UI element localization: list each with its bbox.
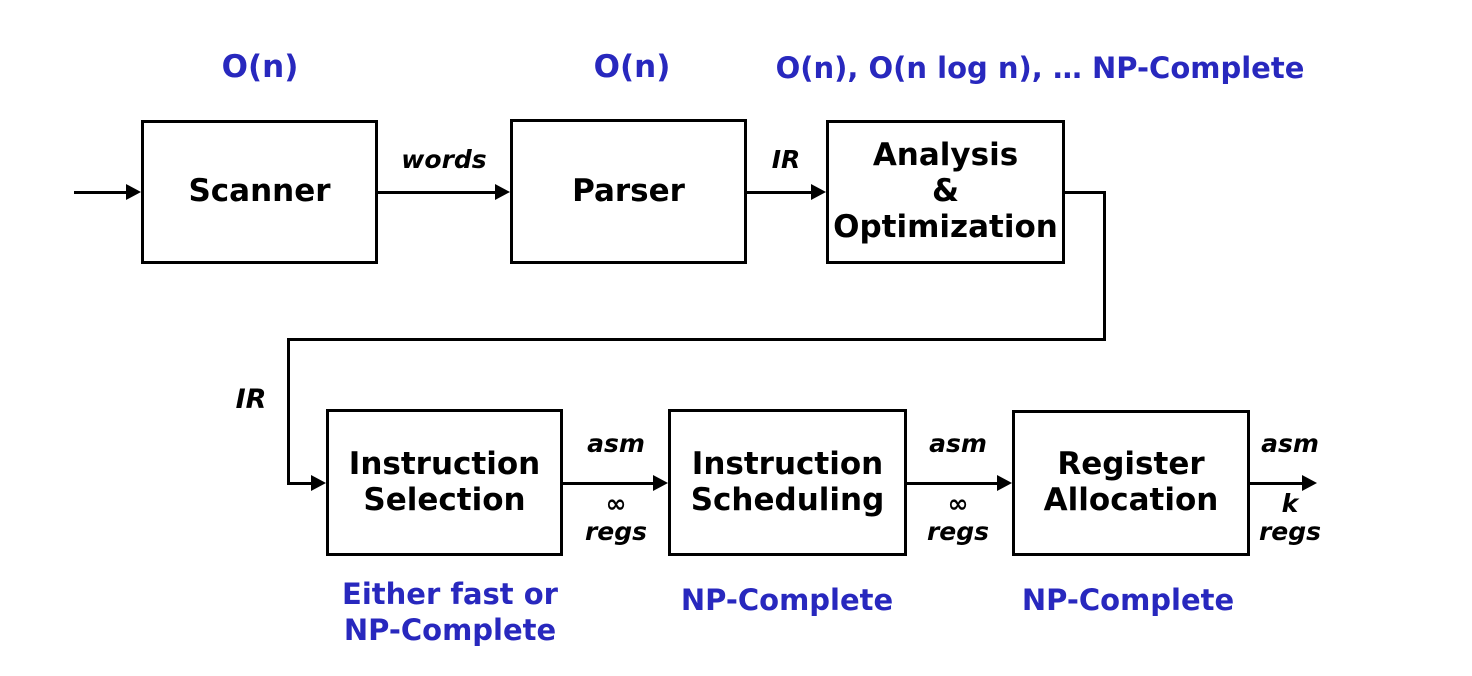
feedback-horizontal-line: [287, 338, 1106, 341]
complexity-label-scheduling: NP-Complete: [680, 583, 894, 617]
asm-label-2: asm: [929, 429, 987, 458]
k-regs-label: k regs: [1258, 489, 1322, 546]
feedback-left-vertical-line: [287, 338, 290, 485]
parser-analysis-edge-line: [747, 191, 813, 194]
input-edge-arrowhead-icon: [126, 184, 141, 200]
analysis-optimization-box: Analysis & Optimization: [826, 120, 1065, 264]
feedback-exit-line: [1065, 191, 1106, 194]
selection-scheduling-edge-line: [563, 482, 655, 485]
inf-regs-label-2: ∞ regs: [926, 489, 990, 546]
parser-analysis-arrowhead-icon: [811, 184, 826, 200]
asm-label-1: asm: [587, 429, 645, 458]
output-edge-line: [1250, 482, 1304, 485]
selection-scheduling-arrowhead-icon: [653, 475, 668, 491]
scanner-parser-arrowhead-icon: [495, 184, 510, 200]
complexity-label-selection: Either fast or NP-Complete: [342, 577, 558, 648]
complexity-label-analysis: O(n), O(n log n), … NP-Complete: [775, 51, 1305, 85]
ir-edge-label-feedback: IR: [235, 384, 267, 415]
instruction-selection-box: Instruction Selection: [326, 409, 563, 556]
inf-regs-label-1: ∞ regs: [584, 489, 648, 546]
asm-label-3: asm: [1261, 429, 1319, 458]
instruction-scheduling-box: Instruction Scheduling: [668, 409, 907, 556]
scanner-box: Scanner: [141, 120, 378, 264]
scheduling-allocation-edge-line: [907, 482, 999, 485]
feedback-right-vertical-line: [1103, 191, 1106, 341]
words-edge-label: words: [401, 145, 487, 174]
register-allocation-box: Register Allocation: [1012, 410, 1250, 556]
scanner-parser-edge-line: [378, 191, 497, 194]
complexity-label-parser: O(n): [593, 49, 671, 85]
scheduling-allocation-arrowhead-icon: [997, 475, 1012, 491]
input-edge-line: [74, 191, 128, 194]
ir-edge-label-top: IR: [771, 145, 801, 174]
complexity-label-allocation: NP-Complete: [1021, 583, 1235, 617]
parser-box: Parser: [510, 119, 747, 264]
feedback-arrowhead-icon: [311, 475, 326, 491]
complexity-label-scanner: O(n): [221, 49, 299, 85]
feedback-entry-line: [287, 482, 313, 485]
output-arrowhead-icon: [1302, 475, 1317, 491]
